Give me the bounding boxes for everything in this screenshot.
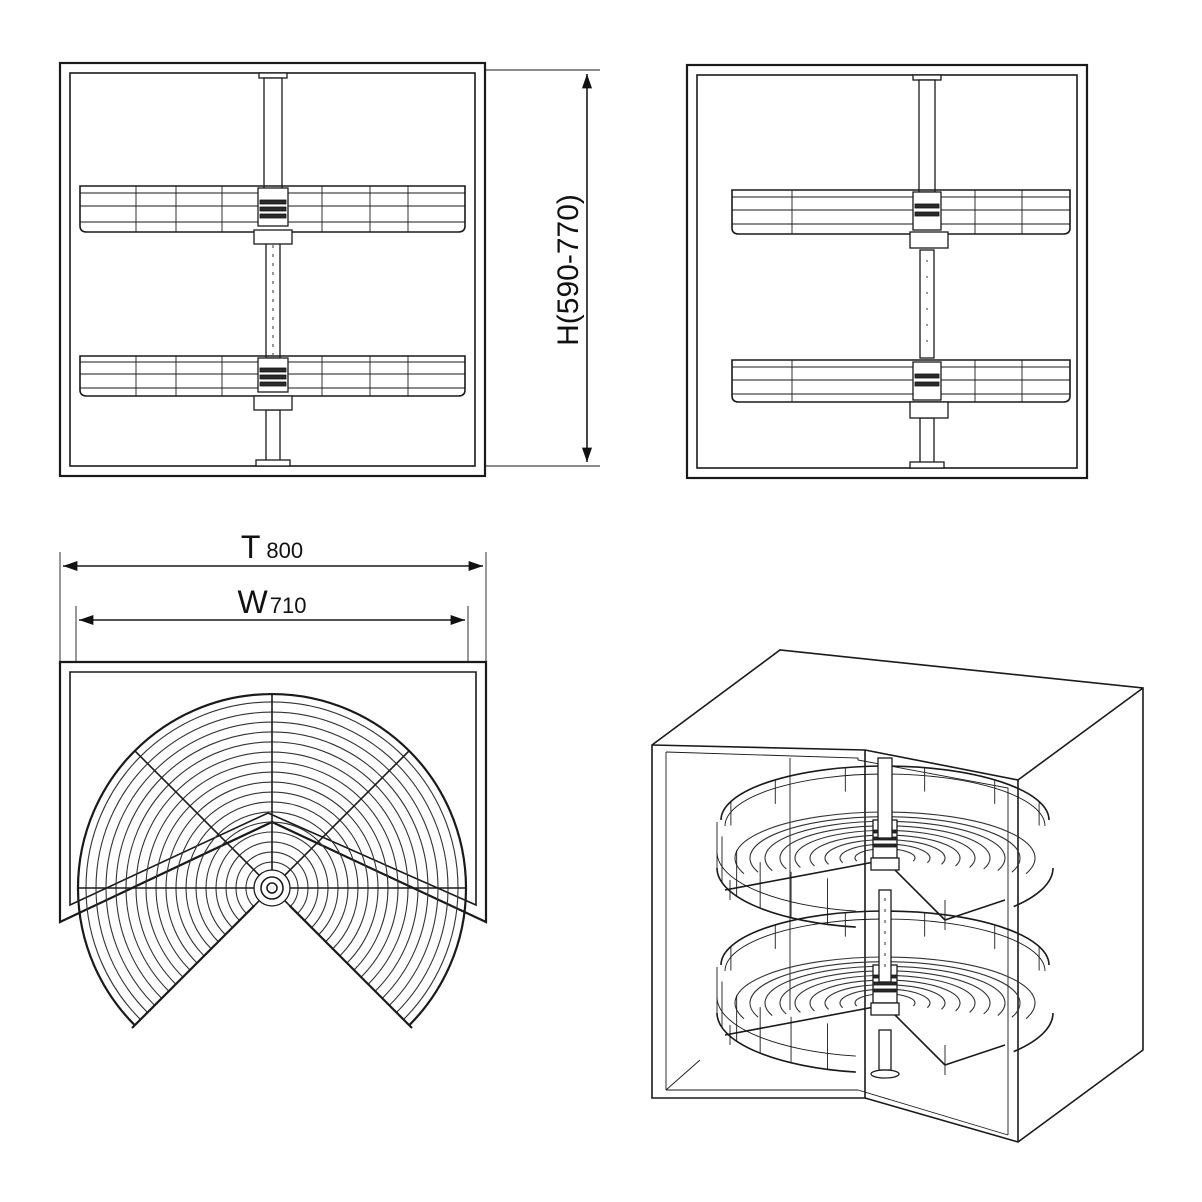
side-cabinet-inner-outline <box>696 74 1078 469</box>
height-dimension-label: H(590-770) <box>552 194 585 346</box>
top-basket <box>76 693 468 1029</box>
top-cabinet-inner-outline <box>69 671 477 907</box>
side-upper-basket <box>731 189 1071 249</box>
iso-center-pole <box>870 757 900 1079</box>
cabinet-outline <box>58 61 487 478</box>
width-dimension-label: W710 <box>238 584 307 620</box>
top-view <box>58 660 488 1029</box>
top-cabinet-outline <box>58 660 488 924</box>
side-center-pole <box>909 74 945 469</box>
side-lower-basket <box>731 359 1071 419</box>
width-dimension: W710 <box>75 584 469 662</box>
upper-basket <box>79 185 466 245</box>
side-view <box>685 63 1089 480</box>
height-dimension: H(590-770) <box>485 69 600 467</box>
front-view: H(590-770) <box>58 61 600 478</box>
hub <box>253 869 291 907</box>
iso-cabinet-outline <box>651 649 1144 1143</box>
lower-basket <box>79 355 466 411</box>
side-cabinet-outline <box>685 63 1089 480</box>
isometric-view <box>651 649 1144 1143</box>
